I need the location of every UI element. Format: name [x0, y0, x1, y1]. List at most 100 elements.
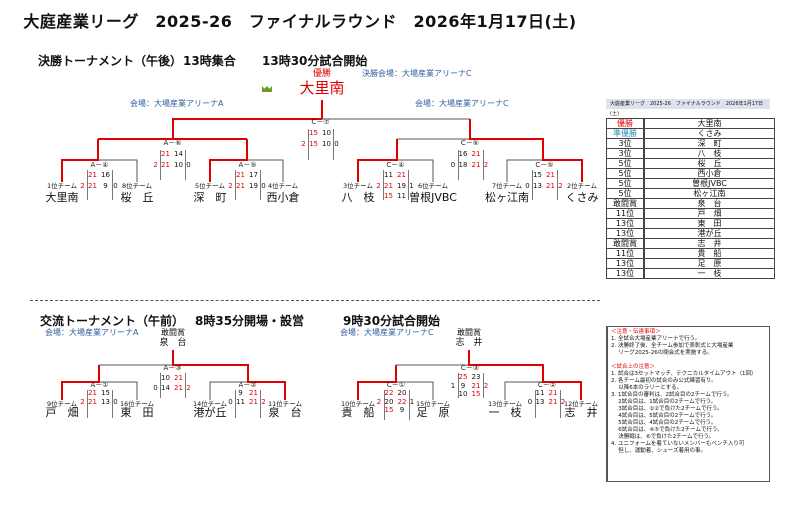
results-header: 大庭産業リーグ 2025-26 ファイナルラウンド 2026年1月17日(土) [606, 99, 770, 117]
results-row: 13位港が丘 [606, 228, 775, 239]
team-seed: 3位チーム [343, 182, 373, 190]
result-team: 曽根JVBC [643, 178, 775, 189]
result-team: 戸 畑 [643, 208, 775, 219]
sets-won: 1 [450, 381, 456, 390]
result-rank: 5位 [606, 188, 645, 199]
set-score: 10 [174, 160, 183, 169]
set-score: 22 [384, 389, 394, 397]
set-score: 13 [533, 181, 542, 190]
set-score: 15 [384, 192, 393, 200]
set-score: 10 [322, 139, 331, 148]
team-seed: 6位チーム [418, 182, 448, 190]
match-label: C－② [537, 381, 557, 389]
set-score: 11 [397, 192, 406, 200]
sets-won: 1 [409, 397, 415, 406]
result-team: くさみ [643, 128, 775, 139]
set-score: 21 [88, 398, 97, 406]
score-divider [559, 390, 561, 418]
result-rank: 3位 [606, 148, 645, 159]
sets-won: 2 [261, 398, 266, 406]
score-divider [160, 373, 161, 398]
result-team: 一 枝 [643, 268, 775, 279]
sets-won: 0 [334, 139, 339, 148]
sets-won: 0 [186, 160, 191, 169]
team-name: 一 枝 [488, 406, 522, 419]
team-name: 曽根JVBC [409, 191, 457, 204]
sets-won: 2 [80, 181, 85, 190]
bracket-line [209, 381, 248, 400]
set-score: 11 [384, 171, 393, 179]
score-divider [160, 150, 161, 180]
sets-won: 0 [527, 397, 533, 406]
score-divider [260, 170, 261, 200]
score-divider [112, 170, 113, 200]
team-seed: 1位チーム [47, 182, 77, 190]
result-team: 八 枝 [643, 148, 775, 159]
result-rank: 13位 [606, 228, 645, 239]
match-label: A－⑤ [238, 161, 257, 169]
bracket-line [99, 381, 138, 400]
sets-won: 0 [450, 160, 456, 169]
result-rank: 5位 [606, 168, 645, 179]
match-label: C－⑦ [311, 118, 330, 126]
set-score: 21 [174, 374, 183, 382]
crown-icon [262, 86, 272, 92]
results-row: 11位戸 畑 [606, 208, 775, 219]
final-assembly-time: 13時集合 [183, 54, 236, 68]
result-rank: 13位 [606, 268, 645, 279]
score-divider [185, 373, 186, 398]
sets-won: 1 [409, 181, 414, 190]
note-line: 2. 各チーム最初の試合のみ公式練習有り。 [611, 378, 717, 384]
team-name: 貴 船 [341, 406, 375, 419]
final-heading: 決勝トーナメント（午後） [38, 54, 183, 68]
sets-won: 0 [228, 398, 233, 406]
bracket-line [506, 159, 543, 182]
score-divider [235, 390, 236, 418]
team-name: 桜 丘 [120, 191, 154, 204]
exchange-venue-left: 会場：大場産業アリーナA [45, 328, 139, 337]
set-score: 17 [249, 171, 258, 179]
sets-won: 2 [186, 384, 191, 392]
set-score: 21 [249, 389, 258, 397]
team-seed: 14位チーム [192, 400, 228, 408]
match-label: C－⑥ [460, 139, 480, 147]
set-score: 18 [458, 160, 468, 169]
venue-left: 会場：大場産業アリーナA [130, 99, 224, 108]
note-line: 決勝戦は、⑥で負けた2チームで行う。 [611, 434, 715, 440]
winner-line [172, 350, 286, 400]
score-divider [532, 170, 533, 200]
final-start-time: 13時30分試合開始 [262, 54, 368, 68]
set-score: 11 [535, 389, 545, 397]
results-row: 11位貴 船 [606, 248, 775, 259]
result-rank: 準優勝 [606, 128, 645, 139]
note-line: 以降6本のラリーとする。 [611, 385, 683, 391]
results-row: 敢闘賞志 井 [606, 238, 775, 249]
score-divider [87, 390, 88, 418]
score-divider [557, 170, 558, 200]
set-score: 10 [458, 390, 468, 398]
result-team: 深 町 [643, 138, 775, 149]
set-score: 21 [548, 389, 558, 397]
results-row: 5位桜 丘 [606, 158, 775, 169]
set-score: 15 [101, 389, 110, 397]
score-divider [112, 390, 113, 418]
results-row: 13位足 原 [606, 258, 775, 269]
team-seed: 13位チーム [487, 400, 523, 408]
exchange-venue-right: 会場：大場産業アリーナC [340, 328, 434, 337]
match-label: A－⑥ [163, 139, 182, 147]
set-score: 15 [533, 171, 542, 179]
match-label: A－① [90, 381, 109, 389]
match-label: A－③ [163, 364, 182, 372]
set-score: 19 [397, 181, 406, 190]
sets-won: 2 [483, 160, 489, 169]
result-rank: 3位 [606, 138, 645, 149]
score-divider [482, 150, 484, 180]
sets-won: 2 [376, 181, 381, 190]
bracket-line [396, 381, 434, 400]
team-name: 港が丘 [193, 406, 227, 419]
team-seed: 10位チーム [340, 400, 376, 408]
team-seed: 11位チーム [267, 400, 303, 408]
result-rank: 5位 [606, 158, 645, 169]
team-seed: 7位チーム [492, 182, 522, 190]
